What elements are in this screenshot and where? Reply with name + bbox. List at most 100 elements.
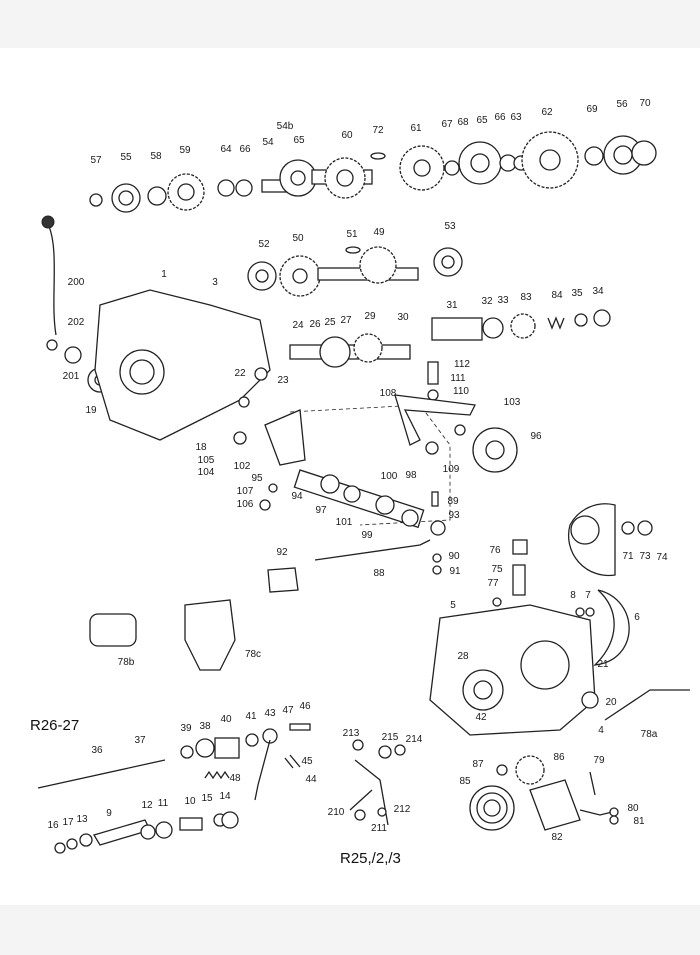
part-label: 215: [381, 732, 399, 743]
part-label: 28: [457, 651, 469, 662]
part-label: 24: [292, 320, 304, 331]
part-label: 62: [541, 107, 553, 118]
part-label: 102: [233, 461, 251, 472]
part-label: 99: [361, 530, 373, 541]
part-label: 77: [487, 578, 499, 589]
part-label: 4: [598, 725, 604, 736]
part-label: 87: [472, 759, 484, 770]
part-label: 20: [605, 697, 617, 708]
part-label: 200: [67, 277, 85, 288]
part-label: 202: [67, 317, 85, 328]
part-label: 83: [520, 292, 532, 303]
part-label: 32: [481, 296, 493, 307]
part-label: 51: [346, 229, 358, 240]
part-label: 110: [453, 386, 469, 397]
right-cover-assembly: [429, 503, 690, 736]
part-label: 91: [449, 566, 461, 577]
part-label: 78b: [117, 657, 135, 668]
part-label: 111: [450, 373, 466, 384]
part-label: 36: [91, 745, 103, 756]
part-label: 65: [476, 115, 488, 126]
part-label: 16: [47, 820, 59, 831]
part-label: 72: [372, 125, 384, 136]
part-label: 80: [627, 803, 639, 814]
part-label: 40: [220, 714, 232, 725]
part-label: 61: [410, 123, 422, 134]
part-label: 6: [634, 612, 640, 623]
part-label: 50: [292, 233, 304, 244]
part-label: 21: [597, 659, 609, 670]
part-label: 89: [447, 496, 459, 507]
part-label: 18: [195, 442, 207, 453]
part-label: 31: [446, 300, 458, 311]
part-label: 58: [150, 151, 162, 162]
middle-shafts: [247, 246, 611, 368]
part-label: 75: [491, 564, 503, 575]
part-label: 79: [593, 755, 605, 766]
part-label: 65: [293, 135, 305, 146]
part-label: 48: [229, 773, 241, 784]
part-label: 69: [586, 104, 598, 115]
part-label: 11: [157, 798, 169, 809]
part-label: 5: [450, 600, 456, 611]
part-label: 3: [212, 277, 218, 288]
part-label: 45: [301, 756, 313, 767]
part-label: 17: [62, 817, 74, 828]
part-label: 86: [553, 752, 565, 763]
part-label: 34: [592, 286, 604, 297]
part-label: 8: [570, 590, 576, 601]
part-label: 15: [201, 793, 213, 804]
part-label: 74: [656, 552, 668, 563]
part-label: 214: [405, 734, 423, 745]
part-label: 100: [380, 471, 398, 482]
part-label: 9: [106, 808, 112, 819]
part-label: 10: [184, 796, 196, 807]
part-label: 85: [459, 776, 471, 787]
part-label: 49: [373, 227, 385, 238]
bottom-right-parts: [349, 739, 619, 831]
part-label: 46: [299, 701, 311, 712]
bottom-margin-band: [0, 905, 700, 955]
part-label: 35: [571, 288, 583, 299]
bottom-left-parts: [37, 599, 311, 854]
part-label: 38: [199, 721, 211, 732]
part-label: 19: [85, 405, 97, 416]
part-label: 73: [639, 551, 651, 562]
part-label: 22: [234, 368, 246, 379]
part-label: 81: [633, 816, 645, 827]
part-label: 213: [342, 728, 360, 739]
part-label: 53: [444, 221, 456, 232]
part-label: 30: [397, 312, 409, 323]
part-label: 94: [291, 491, 303, 502]
part-label: 1: [161, 269, 167, 280]
part-label: 56: [616, 99, 628, 110]
part-label: 7: [585, 590, 591, 601]
part-label: 96: [530, 431, 542, 442]
part-label: 112: [454, 359, 470, 370]
part-label: 104: [197, 467, 215, 478]
part-label: 212: [393, 804, 411, 815]
part-label: 211: [371, 823, 387, 834]
part-label: 27: [340, 315, 352, 326]
part-label: 70: [639, 98, 651, 109]
part-label: 13: [76, 814, 88, 825]
part-label: 66: [239, 144, 251, 155]
part-label: 33: [497, 295, 509, 306]
part-label: 55: [120, 152, 132, 163]
part-label: 84: [551, 290, 563, 301]
part-label: 201: [62, 371, 80, 382]
part-label: 108: [379, 388, 397, 399]
part-label: 29: [364, 311, 376, 322]
part-label: 26: [309, 319, 321, 330]
part-label: 107: [236, 486, 254, 497]
part-label: 47: [282, 705, 294, 716]
part-label: 41: [245, 711, 257, 722]
part-label: 78c: [244, 649, 262, 660]
part-label: 82: [551, 832, 563, 843]
part-label: 14: [219, 791, 231, 802]
part-label: 101: [335, 517, 353, 528]
part-label: 88: [373, 568, 385, 579]
part-label: 59: [179, 145, 191, 156]
